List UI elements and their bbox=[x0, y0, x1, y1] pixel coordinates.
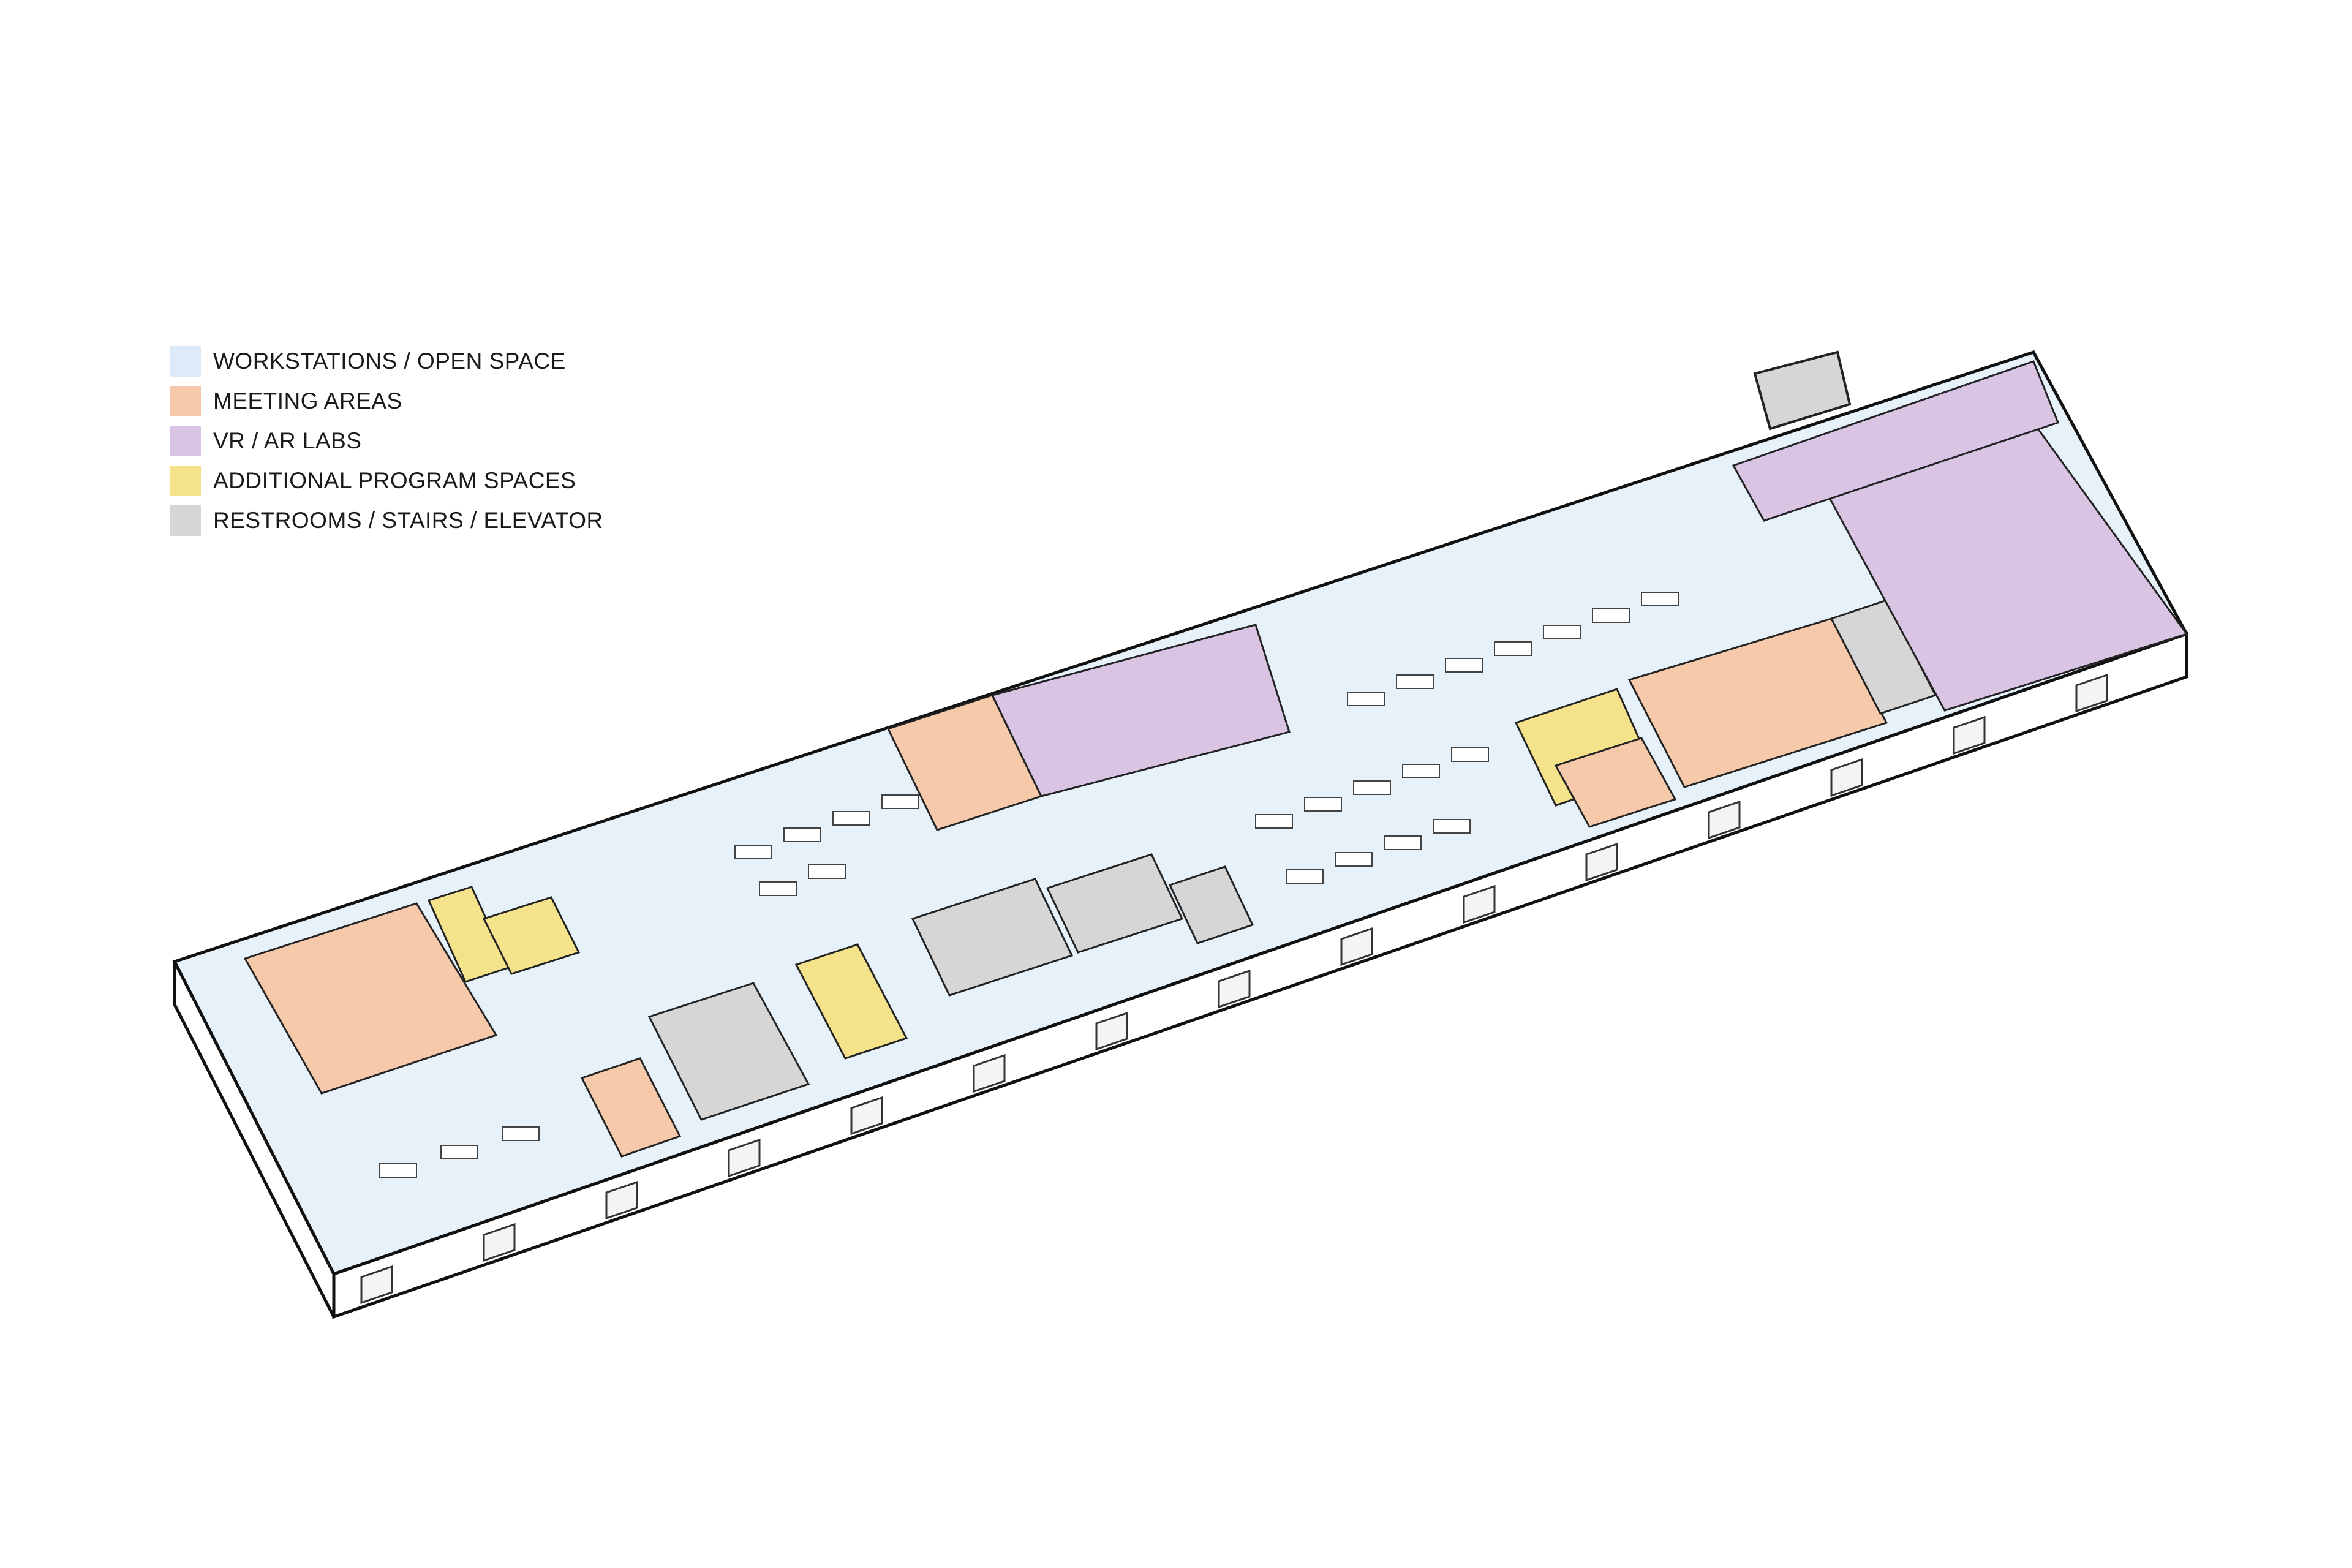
program-space-west-2 bbox=[482, 896, 581, 975]
program-space-center bbox=[794, 943, 908, 1060]
legend-swatch-vr-ar bbox=[170, 426, 201, 456]
legend-label-additional: ADDITIONAL PROGRAM SPACES bbox=[213, 468, 576, 493]
meeting-room-small bbox=[580, 1057, 682, 1158]
legend-label-restrooms: RESTROOMS / STAIRS / ELEVATOR bbox=[213, 508, 603, 533]
meeting-room-east-2 bbox=[1627, 617, 1888, 788]
core-center-3 bbox=[1168, 865, 1254, 944]
legend-swatch-meeting bbox=[170, 386, 201, 417]
vr-lab-east-2 bbox=[1732, 360, 2059, 522]
left-wall bbox=[173, 960, 336, 1318]
core-center-2 bbox=[1046, 853, 1184, 954]
meeting-room-east bbox=[1554, 737, 1677, 828]
meeting-room-west bbox=[243, 902, 498, 1095]
legend-swatch-restrooms bbox=[170, 505, 201, 536]
restrooms-west bbox=[647, 982, 810, 1121]
vr-lab-center bbox=[990, 624, 1291, 797]
legend-label-vr-ar: VR / AR LABS bbox=[213, 428, 362, 453]
roof-core bbox=[1753, 350, 1852, 431]
legend-label-meeting: MEETING AREAS bbox=[213, 388, 402, 413]
workstation-desks bbox=[379, 592, 1679, 1178]
legend-swatch-workstations bbox=[170, 346, 201, 377]
legend-swatch-additional bbox=[170, 466, 201, 496]
front-windows bbox=[360, 673, 2108, 1305]
core-center bbox=[911, 878, 1074, 997]
legend-label-workstations: WORKSTATIONS / OPEN SPACE bbox=[213, 349, 566, 374]
